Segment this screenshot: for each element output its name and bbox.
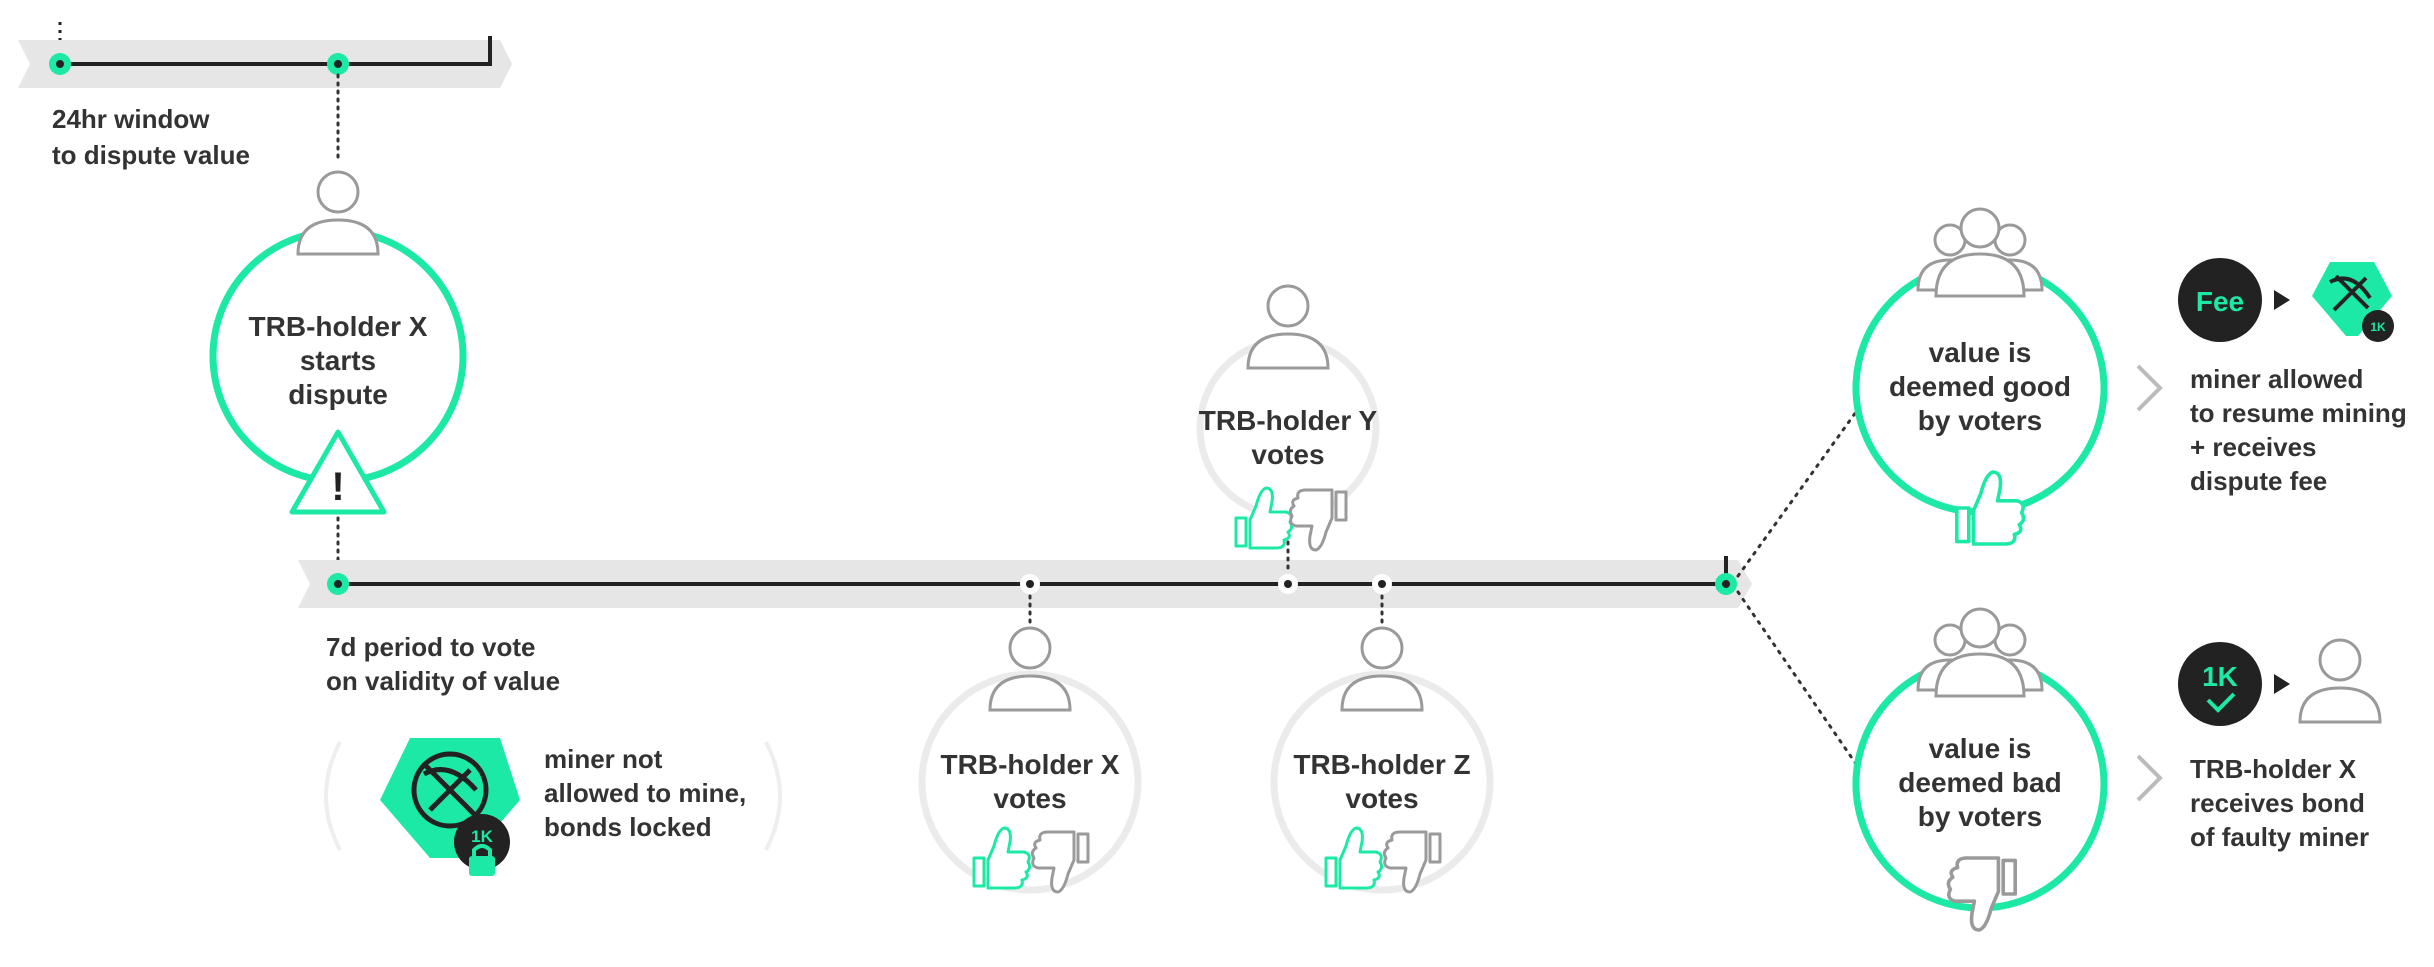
person-icon bbox=[2298, 638, 2382, 724]
branch-good bbox=[1736, 410, 1858, 578]
main-timeline bbox=[298, 410, 1858, 766]
bond-badge bbox=[2178, 642, 2262, 726]
top-timeline-label-1: 24hr window bbox=[52, 104, 210, 134]
warning-glyph: ! bbox=[331, 465, 344, 509]
branch-bad bbox=[1736, 590, 1858, 766]
dispute-start-line-1: TRB-holder X bbox=[249, 311, 428, 342]
outcome-good-result-3: + receives bbox=[2190, 432, 2317, 462]
outcome-good-line-2: deemed good bbox=[1889, 371, 2071, 402]
bond-badge-label: 1K bbox=[2202, 661, 2238, 692]
outcome-bad bbox=[1852, 607, 2382, 932]
main-timeline-label-1: 7d period to vote bbox=[326, 632, 535, 662]
outcome-good-line-1: value is bbox=[1929, 337, 2032, 368]
outcome-good-result-4: dispute fee bbox=[2190, 466, 2327, 496]
miner-locked-panel bbox=[324, 738, 782, 876]
voter-x-line-1: TRB-holder X bbox=[941, 749, 1120, 780]
miner-locked-line-3: bonds locked bbox=[544, 812, 712, 842]
outcome-bad-line-2: deemed bad bbox=[1898, 767, 2061, 798]
voter-y-line-1: TRB-holder Y bbox=[1199, 405, 1378, 436]
voter-x-line-2: votes bbox=[993, 783, 1066, 814]
miner-locked-line-2: allowed to mine, bbox=[544, 778, 746, 808]
dispute-start-node bbox=[209, 170, 467, 580]
group-icon bbox=[1916, 207, 2044, 298]
voter-z bbox=[1270, 626, 1494, 894]
voter-z-line-2: votes bbox=[1345, 783, 1418, 814]
group-icon bbox=[1916, 607, 2044, 698]
person-icon bbox=[1246, 284, 1330, 370]
voter-y bbox=[1196, 284, 1380, 552]
dispute-start-line-3: dispute bbox=[288, 379, 388, 410]
miner-locked-line-1: miner not bbox=[544, 744, 663, 774]
outcome-good-line-3: by voters bbox=[1918, 405, 2043, 436]
person-icon bbox=[988, 626, 1072, 712]
top-timeline bbox=[18, 22, 512, 164]
play-arrow-icon bbox=[2274, 674, 2290, 694]
thumbs-down-icon bbox=[1946, 856, 2018, 932]
main-timeline-label-2: on validity of value bbox=[326, 666, 560, 696]
outcome-good bbox=[1852, 207, 2394, 546]
outcome-good-result-1: miner allowed bbox=[2190, 364, 2363, 394]
person-icon bbox=[1340, 626, 1424, 712]
voter-x bbox=[918, 626, 1142, 894]
fee-badge-label: Fee bbox=[2196, 286, 2244, 317]
bond-badge-label: 1K bbox=[471, 827, 493, 846]
outcome-bad-result-1: TRB-holder X bbox=[2190, 754, 2357, 784]
play-arrow-icon bbox=[2274, 290, 2290, 310]
chevron-right-icon bbox=[2136, 364, 2163, 412]
chevron-right-icon bbox=[2136, 754, 2163, 802]
voter-y-line-2: votes bbox=[1251, 439, 1324, 470]
outcome-good-result-2: to resume mining bbox=[2190, 398, 2407, 428]
outcome-bad-result-3: of faulty miner bbox=[2190, 822, 2369, 852]
check-icon bbox=[2206, 692, 2236, 713]
outcome-bad-result-2: receives bond bbox=[2190, 788, 2365, 818]
lock-icon bbox=[469, 844, 495, 876]
person-icon bbox=[296, 170, 380, 256]
fee-badge bbox=[2178, 258, 2262, 342]
bond-badge bbox=[454, 814, 510, 870]
voter-z-line-1: TRB-holder Z bbox=[1293, 749, 1470, 780]
warning-icon bbox=[289, 429, 387, 515]
outcome-bad-line-3: by voters bbox=[1918, 801, 2043, 832]
dispute-start-line-2: starts bbox=[300, 345, 376, 376]
thumbs-down-icon bbox=[1288, 488, 1348, 552]
pickaxe-icon bbox=[411, 751, 489, 829]
top-timeline-label-2: to dispute value bbox=[52, 140, 250, 170]
pickaxe-icon bbox=[2329, 274, 2372, 312]
mini-badge-label: 1K bbox=[2370, 320, 2386, 334]
outcome-bad-line-1: value is bbox=[1929, 733, 2032, 764]
